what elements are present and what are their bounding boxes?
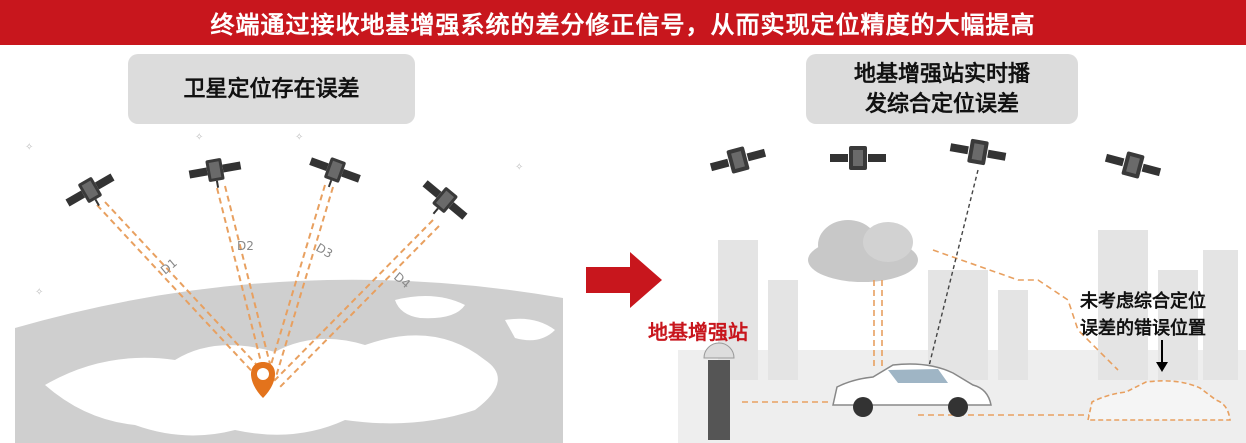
ground-station-icon (703, 342, 735, 440)
svg-text:✧: ✧ (195, 132, 203, 143)
right-caption-line1: 地基增强站实时播 (853, 61, 1030, 87)
error-label-line2: 误差的错误位置 (1080, 318, 1206, 339)
left-caption-box: 卫星定位存在误差 (128, 54, 415, 124)
error-position-label: 未考虑综合定位 误差的错误位置 (1080, 288, 1206, 342)
error-label-line1: 未考虑综合定位 (1080, 291, 1206, 312)
left-caption: 卫星定位存在误差 (183, 76, 360, 102)
satellite-icon (830, 146, 886, 170)
header-title: 终端通过接收地基增强系统的差分修正信号，从而实现定位精度的大幅提高 (210, 11, 1036, 39)
transition-arrow-icon (586, 252, 662, 308)
satellite-icon (948, 135, 1008, 169)
location-pin-icon (251, 362, 275, 398)
correction-paths (738, 249, 1119, 416)
cloud-icon (808, 220, 918, 282)
satellite-icon (412, 173, 473, 232)
ground-station-illustration (678, 130, 1246, 443)
right-illustration-svg (678, 135, 1246, 443)
right-caption-line2: 发综合定位误差 (864, 91, 1019, 117)
header-banner: 终端通过接收地基增强系统的差分修正信号，从而实现定位精度的大幅提高 (0, 0, 1246, 45)
svg-text:✧: ✧ (515, 162, 523, 173)
right-caption-box: 地基增强站实时播 发综合定位误差 (806, 54, 1078, 124)
svg-text:✧: ✧ (295, 132, 303, 143)
satellite-icon (186, 153, 245, 194)
distance-label-d2: D2 (237, 239, 254, 253)
ground-station-label: 地基增强站 (648, 320, 748, 344)
satellite-error-illustration: D1 D2 D3 D4 ✧✧✧ ✧✧ (15, 130, 563, 443)
satellite-icon (1102, 146, 1164, 184)
ghost-car-icon (1087, 380, 1231, 421)
signal-paths (96, 184, 440, 389)
car-icon (832, 363, 992, 417)
svg-text:✧: ✧ (35, 287, 43, 298)
left-illustration-svg: D1 D2 D3 D4 ✧✧✧ ✧✧ (15, 132, 563, 443)
distance-label-d3: D3 (314, 240, 336, 261)
satellite-icon (303, 149, 365, 197)
satellite-icon (707, 141, 769, 179)
svg-text:✧: ✧ (25, 142, 33, 153)
